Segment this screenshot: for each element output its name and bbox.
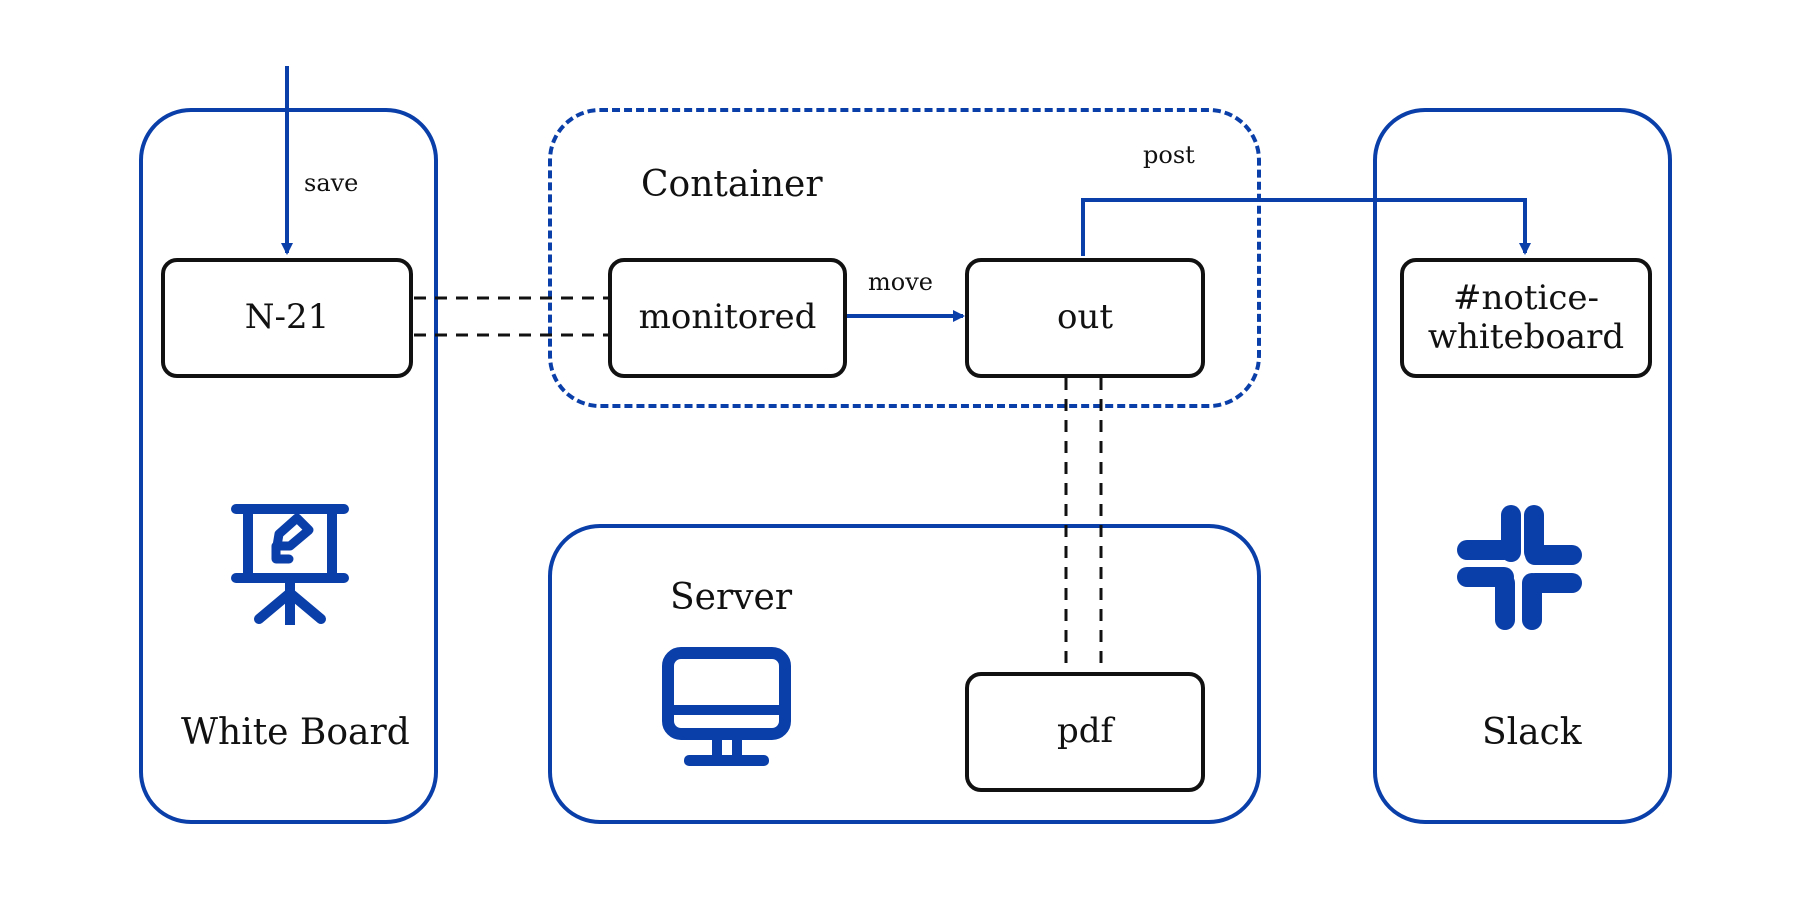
notice-whiteboard-line2: whiteboard (1427, 317, 1625, 357)
slack-label: Slack (1482, 712, 1582, 753)
notice-whiteboard-line1: #notice- (1452, 277, 1600, 318)
n21-node: N-21 (161, 258, 413, 378)
save-edge-label: save (304, 169, 359, 197)
whiteboard-label: White Board (181, 712, 410, 753)
post-edge (1081, 198, 1531, 256)
slack-panel (1373, 108, 1672, 824)
move-edge-label: move (868, 268, 933, 296)
slack-logo-icon (1457, 505, 1582, 630)
post-edge-label: post (1143, 141, 1195, 169)
server-label: Server (670, 577, 793, 618)
monitored-node-label: monitored (638, 297, 817, 338)
pdf-node-label: pdf (1056, 711, 1114, 752)
pdf-node: pdf (965, 672, 1205, 792)
desktop-computer-icon (662, 647, 791, 766)
presentation-board-icon (231, 504, 349, 625)
container-label: Container (641, 164, 823, 205)
monitored-node: monitored (608, 258, 847, 378)
notice-whiteboard-node-text: #notice- whiteboard (1427, 277, 1625, 357)
notice-whiteboard-node: #notice- whiteboard (1400, 258, 1652, 378)
n21-node-label: N-21 (244, 297, 330, 338)
out-node-label: out (1056, 297, 1114, 338)
out-node: out (965, 258, 1205, 378)
